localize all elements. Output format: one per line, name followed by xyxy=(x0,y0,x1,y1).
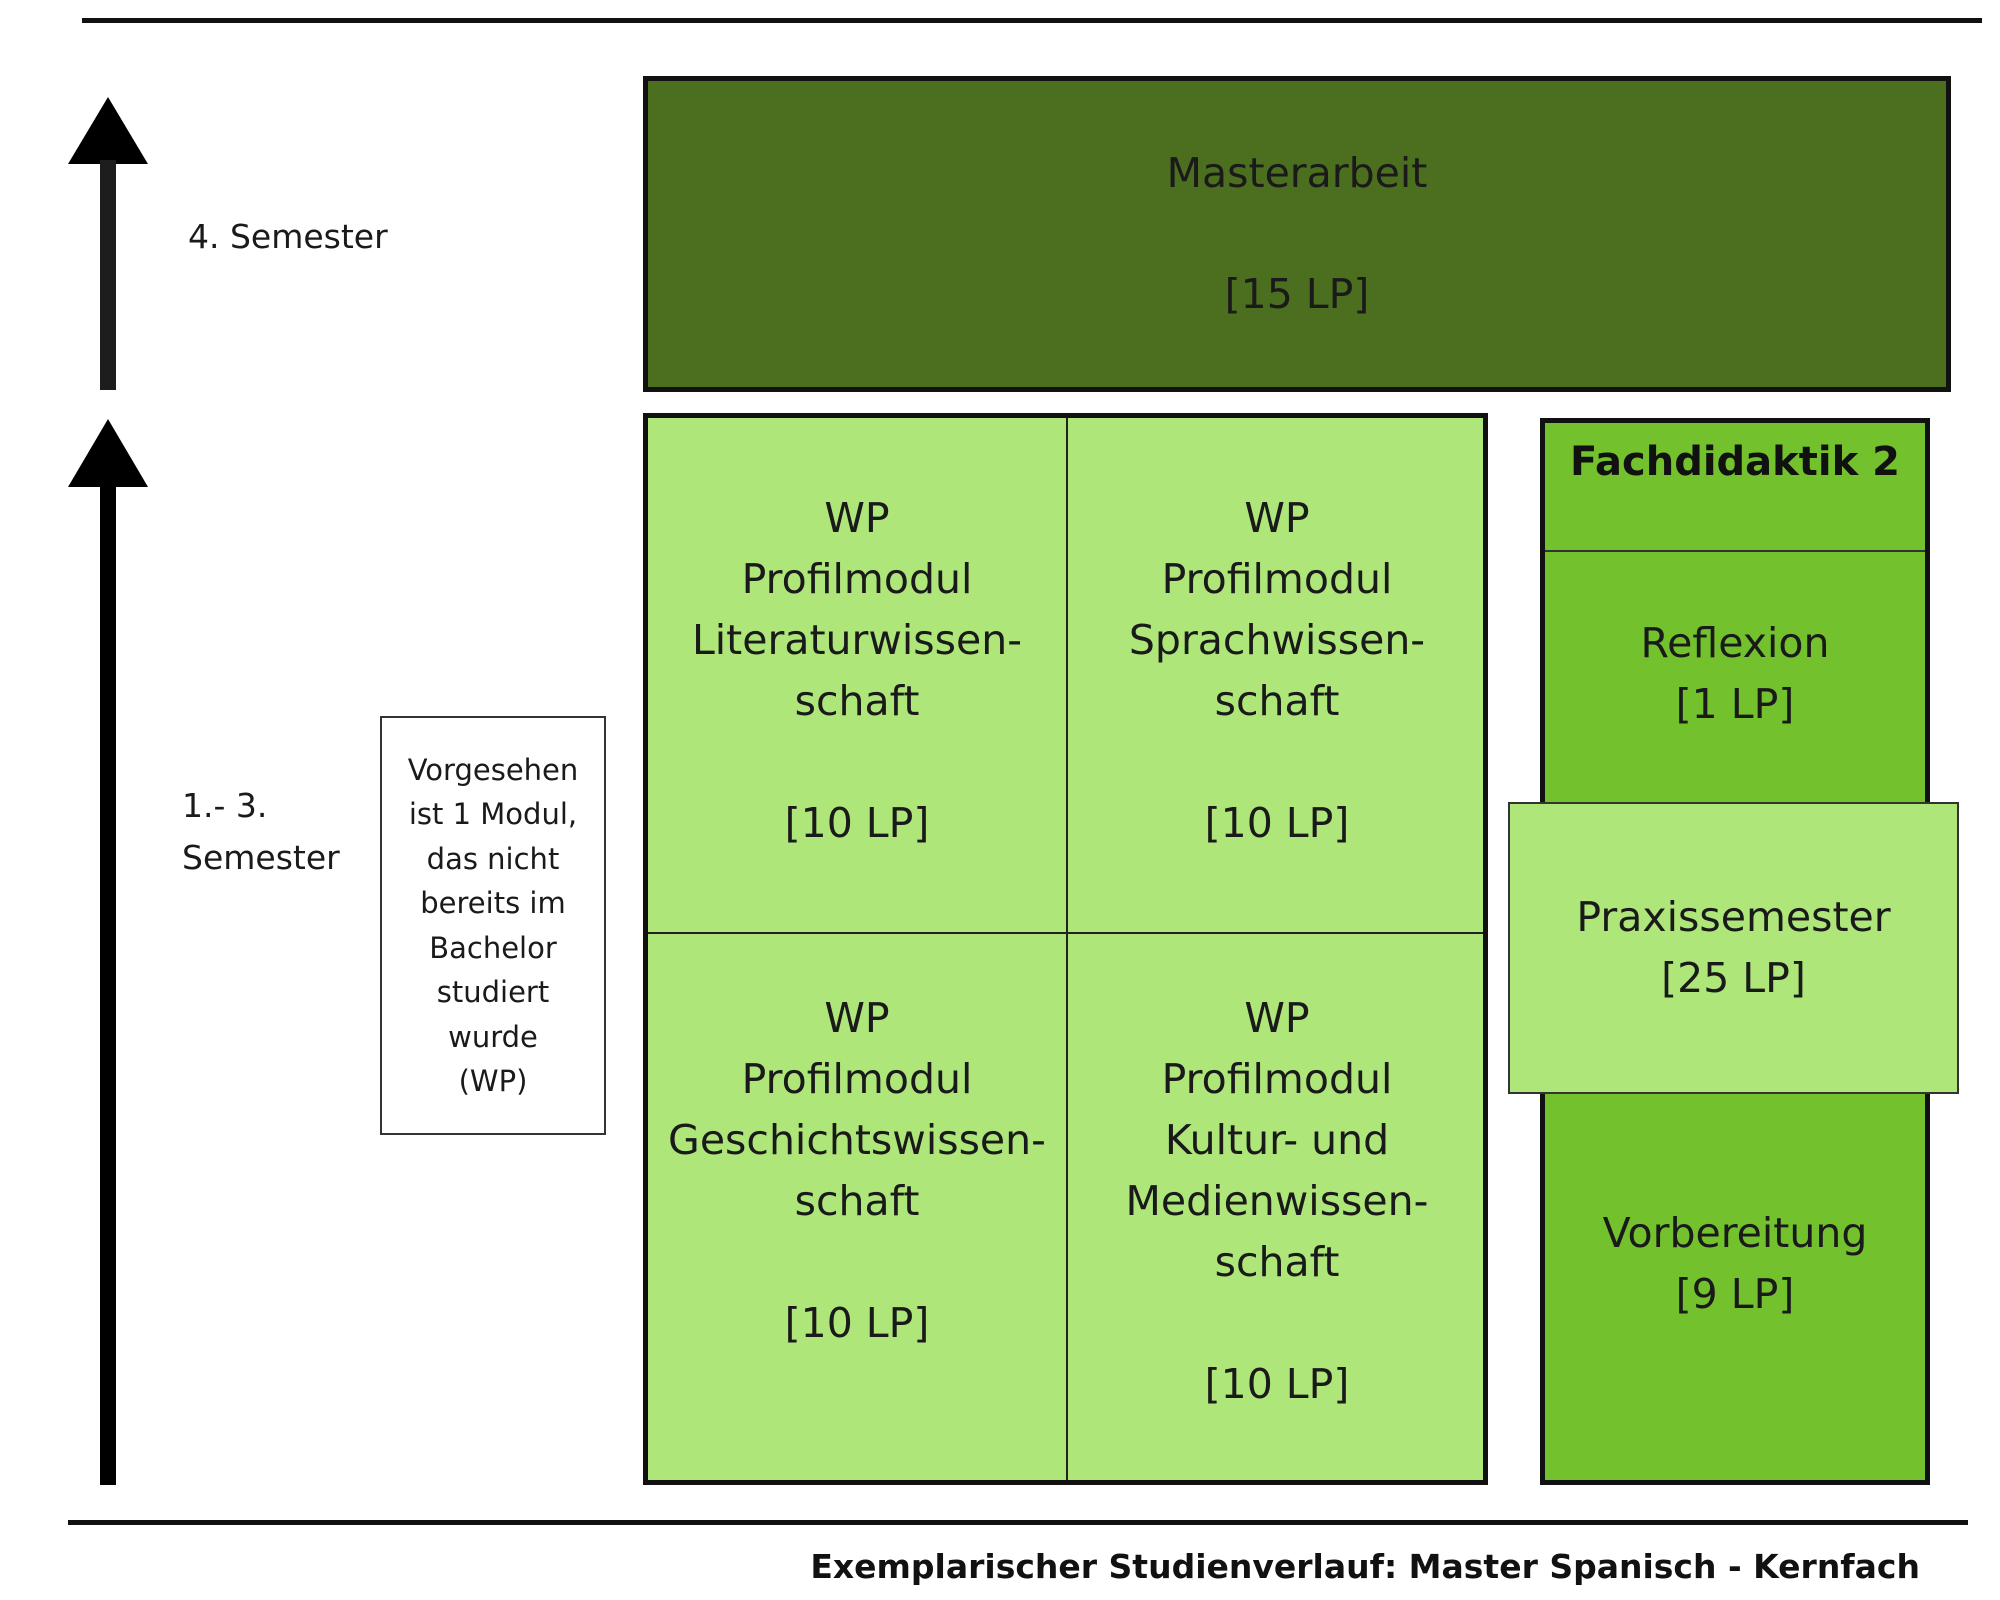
profile-module-kultur-medienwissenschaft: WP Profilmodul Kultur- und Medienwissen-… xyxy=(1068,988,1486,1415)
module-credits: [10 LP] xyxy=(784,1299,930,1347)
profile-modules-grid: WP Profilmodul Literaturwissen- schaft [… xyxy=(643,413,1488,1485)
footer-caption: Exemplarischer Studienverlauf: Master Sp… xyxy=(810,1547,1920,1586)
bottom-rule xyxy=(68,1520,1968,1525)
praxissemester-box: Praxissemester [25 LP] xyxy=(1508,802,1959,1094)
note-line: (WP) xyxy=(458,1064,528,1098)
module-line: schaft xyxy=(1214,677,1340,725)
semester-label-1-3: 1.- 3. Semester xyxy=(182,780,340,884)
reflexion-title: Reflexion xyxy=(1640,619,1830,667)
profile-module-geschichtswissenschaft: WP Profilmodul Geschichtswissen- schaft … xyxy=(648,988,1066,1354)
module-line: WP xyxy=(824,494,890,542)
note-line: Bachelor xyxy=(429,930,557,965)
module-line: Literaturwissen- xyxy=(691,616,1023,664)
module-credits: [10 LP] xyxy=(784,799,930,847)
module-line: WP xyxy=(824,994,890,1042)
module-line: Geschichtswissen- xyxy=(668,1116,1046,1164)
module-line: WP xyxy=(1244,994,1310,1042)
module-line: WP xyxy=(1244,494,1310,542)
fachdidaktik-header-divider xyxy=(1545,550,1925,552)
vorbereitung-title: Vorbereitung xyxy=(1602,1209,1868,1257)
note-box: Vorgesehen ist 1 Modul, das nicht bereit… xyxy=(380,716,606,1135)
module-line: Medienwissen- xyxy=(1125,1177,1429,1225)
fachdidaktik-title: Fachdidaktik 2 xyxy=(1570,438,1900,485)
module-line: schaft xyxy=(794,1177,920,1225)
profile-module-literaturwissenschaft: WP Profilmodul Literaturwissen- schaft [… xyxy=(648,488,1066,854)
note-line: wurde xyxy=(448,1019,538,1054)
module-credits: [10 LP] xyxy=(1204,799,1350,847)
reflexion-block: Reflexion [1 LP] xyxy=(1545,613,1925,735)
module-line: Sprachwissen- xyxy=(1128,616,1426,664)
reflexion-credits: [1 LP] xyxy=(1675,680,1795,728)
praxissemester-title: Praxissemester xyxy=(1576,893,1891,941)
note-line: ist 1 Modul, xyxy=(408,797,578,831)
note-line: das nicht xyxy=(426,841,560,876)
semester-label-line: Semester xyxy=(182,838,340,877)
note-line: Vorgesehen xyxy=(407,752,579,787)
praxissemester-credits: [25 LP] xyxy=(1661,954,1806,1002)
module-line: Kultur- und xyxy=(1164,1116,1390,1164)
semester-label-line: 1.- 3. xyxy=(182,786,268,825)
arrow-up-icon xyxy=(68,97,148,390)
module-line: schaft xyxy=(1214,1238,1340,1286)
module-credits: [10 LP] xyxy=(1204,1360,1350,1408)
module-line: Profilmodul xyxy=(1161,555,1393,603)
module-line: Profilmodul xyxy=(1161,1055,1393,1103)
vorbereitung-block: Vorbereitung [9 LP] xyxy=(1545,1203,1925,1325)
top-rule xyxy=(82,18,1982,23)
masterarbeit-title: Masterarbeit xyxy=(1166,149,1428,197)
grid-divider-vertical xyxy=(1066,418,1068,1480)
module-line: Profilmodul xyxy=(741,1055,973,1103)
arrow-up-icon xyxy=(68,419,148,1485)
masterarbeit-box: Masterarbeit [15 LP] xyxy=(643,76,1951,392)
note-line: studiert xyxy=(436,975,550,1009)
grid-divider-horizontal xyxy=(648,932,1483,934)
module-line: Profilmodul xyxy=(741,555,973,603)
vorbereitung-credits: [9 LP] xyxy=(1675,1270,1795,1318)
fachdidaktik-header: Fachdidaktik 2 xyxy=(1545,423,1925,550)
note-line: bereits im xyxy=(420,886,566,920)
semester-label-4: 4. Semester xyxy=(188,217,388,256)
masterarbeit-credits: [15 LP] xyxy=(1224,270,1370,318)
module-line: schaft xyxy=(794,677,920,725)
profile-module-sprachwissenschaft: WP Profilmodul Sprachwissen- schaft [10 … xyxy=(1068,488,1486,854)
